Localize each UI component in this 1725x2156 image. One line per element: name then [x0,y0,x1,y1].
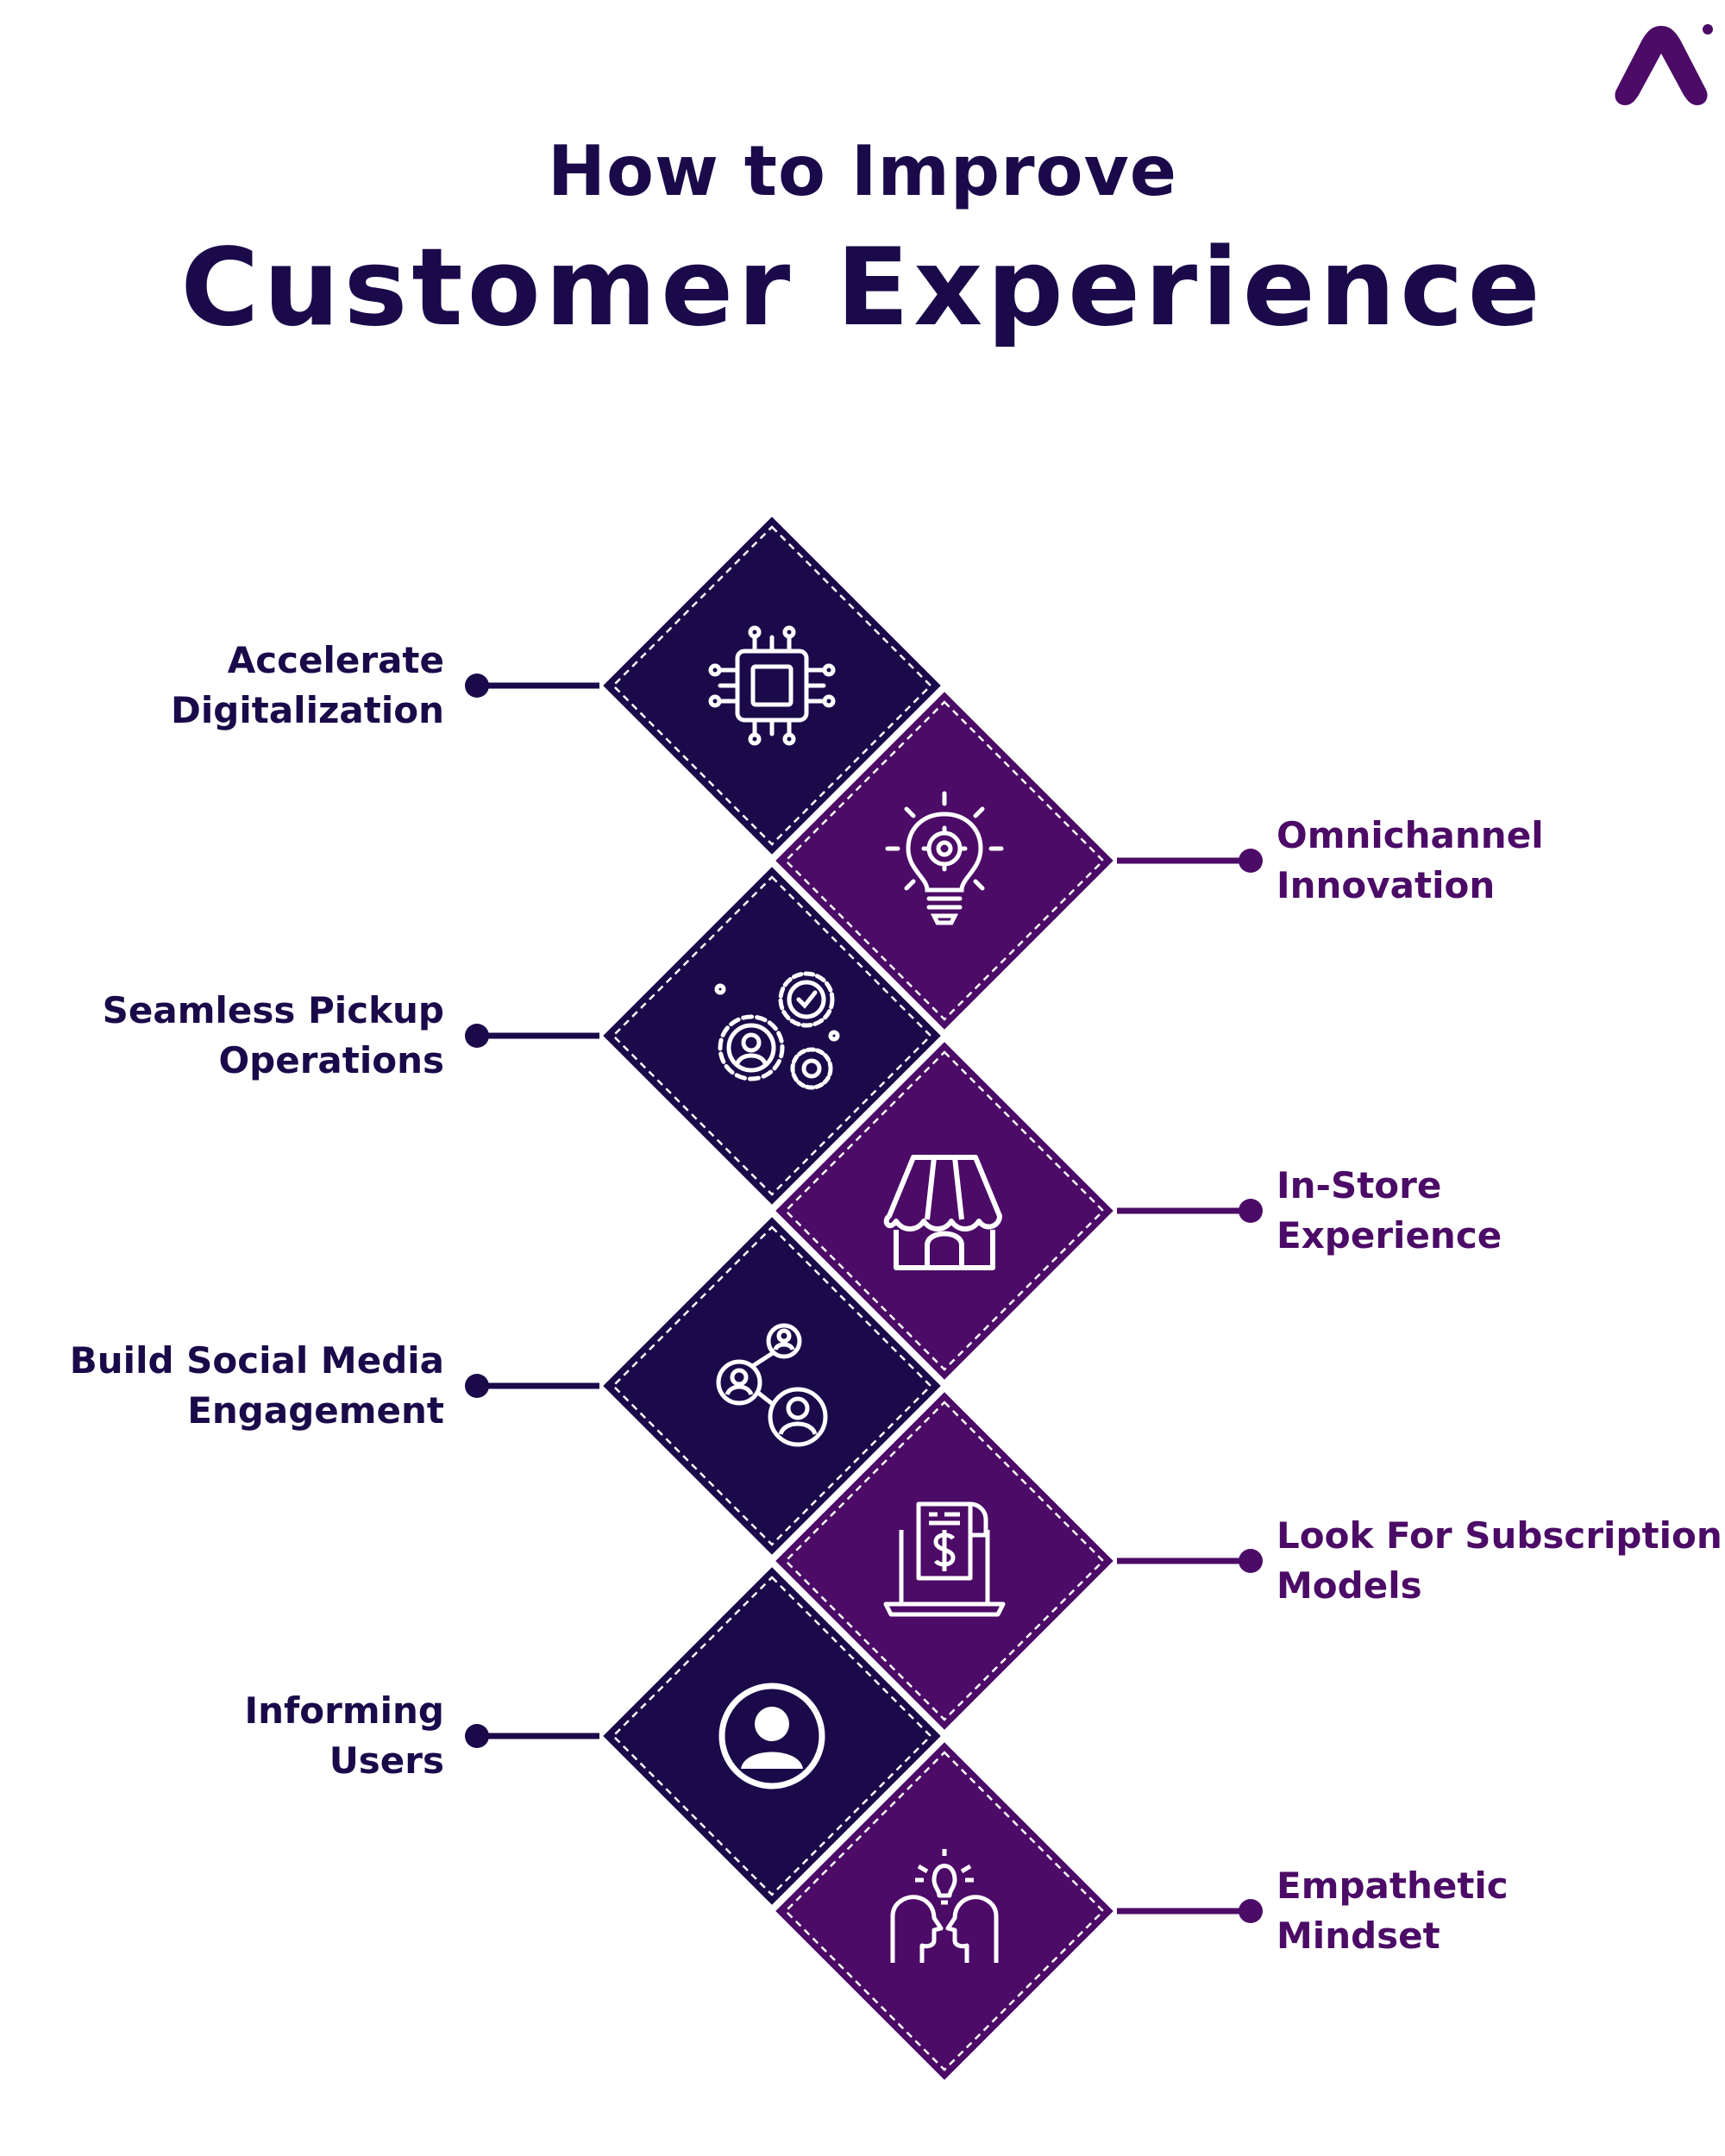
step-label-line: Engagement [187,1389,444,1432]
step-label-line: Users [329,1739,444,1782]
connector-dot [1239,1549,1263,1573]
step-label-line: Experience [1276,1214,1502,1257]
step-label-line: Omnichannel [1276,814,1544,856]
step-diamond [768,1734,1263,2088]
connector-dot [465,1024,489,1048]
title-line-1: How to Improve [548,131,1177,211]
step-label-line: Accelerate [227,639,444,681]
step-label-line: Digitalization [171,689,444,731]
step-label-line: Models [1276,1564,1422,1607]
connector-dot [1239,849,1263,873]
brand-logo-icon [1615,24,1713,105]
step-label-line: Mindset [1276,1915,1440,1957]
connector-dot [465,1724,489,1748]
step-label-line: Look For Subscription [1276,1514,1722,1557]
step-label-line: Informing [244,1689,445,1732]
connector-dot [1239,1899,1263,1923]
title-line-2: Customer Experience [180,226,1545,350]
connector-dot [465,1374,489,1398]
connector-dot [1239,1199,1263,1223]
step-label-line: Empathetic [1276,1865,1509,1907]
step-label-line: Innovation [1276,864,1496,906]
step-label-line: In-Store [1276,1164,1442,1206]
step-label-line: Build Social Media [69,1339,444,1382]
diamonds-layer [465,509,1263,2088]
step-label-line: Operations [218,1039,444,1081]
step-label-line: Seamless Pickup [102,989,444,1031]
connector-dot [465,674,489,698]
